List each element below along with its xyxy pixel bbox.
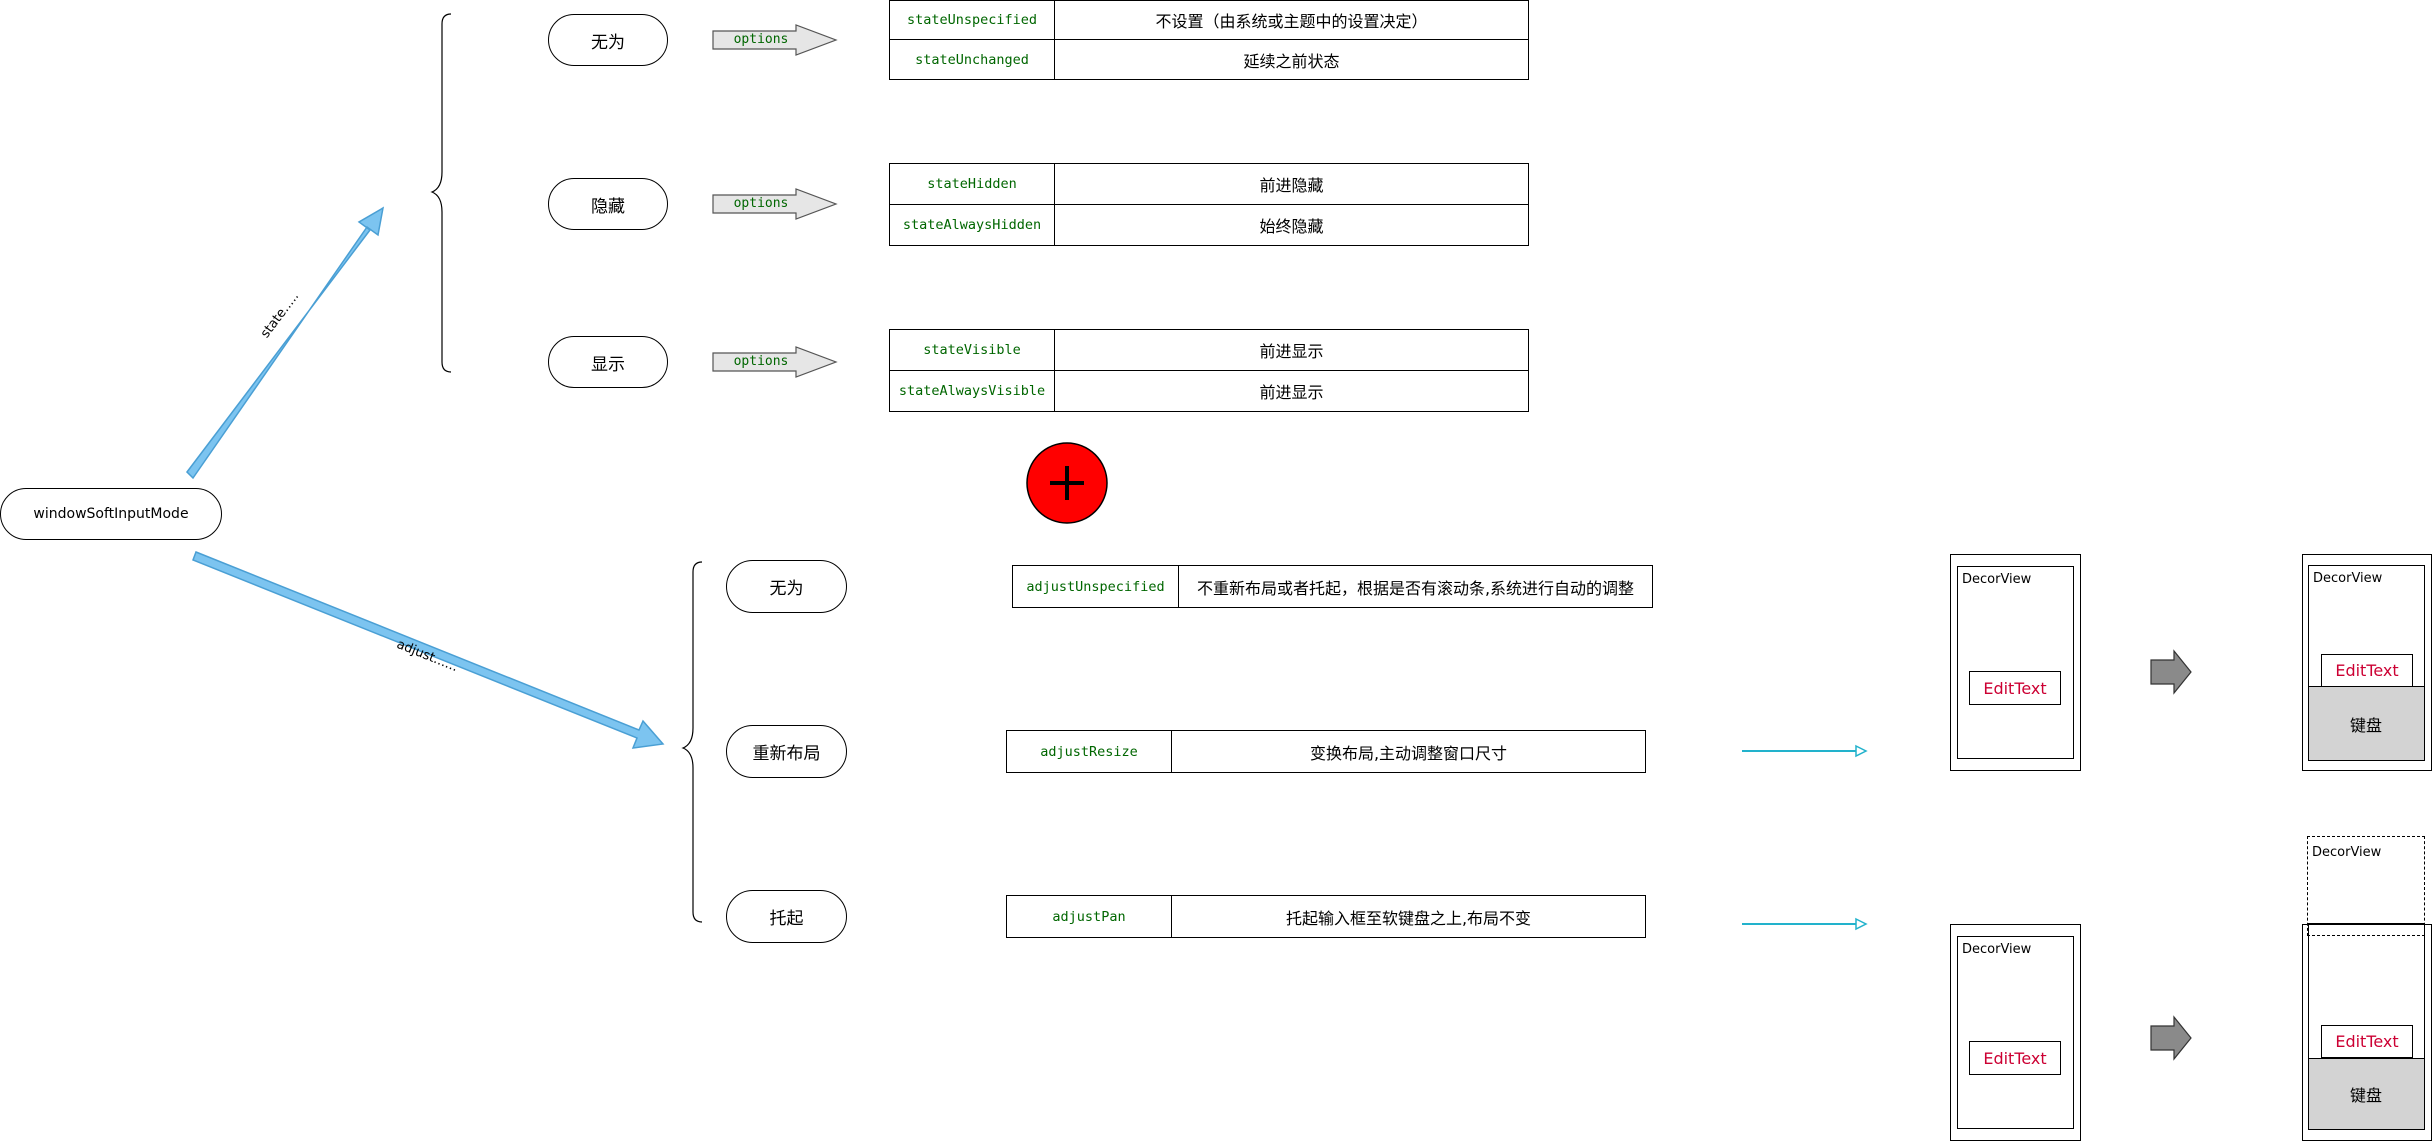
option-value: 变换布局,主动调整窗口尺寸 (1171, 730, 1646, 773)
options-label: options (733, 32, 789, 47)
state-group-hidden: 隐藏 (548, 178, 668, 230)
decor-view: DecorView EditText (1957, 566, 2074, 759)
pan-cyan-arrow (1742, 917, 1868, 931)
keyboard: 键盘 (2307, 1058, 2425, 1130)
edit-text: EditText (1969, 671, 2061, 705)
options-arrow (712, 346, 838, 378)
state-table-none: stateUnspecified 不设置（由系统或主题中的设置决定） state… (889, 0, 1529, 80)
decor-view: DecorView EditText 键盘 (2307, 565, 2425, 761)
adjust-group-none: 无为 (726, 560, 847, 613)
root-node: windowSoftInputMode (0, 488, 222, 540)
state-group-label: 无为 (591, 32, 625, 53)
option-key: stateAlwaysHidden (889, 204, 1055, 246)
option-value: 延续之前状态 (1054, 39, 1529, 80)
table-row: adjustPan 托起输入框至软键盘之上,布局不变 (1006, 895, 1646, 938)
option-key: adjustUnspecified (1012, 565, 1179, 608)
option-key: stateVisible (889, 329, 1055, 371)
decor-view-label: DecorView (1962, 572, 2032, 587)
root-label: windowSoftInputMode (33, 506, 189, 522)
table-row: stateAlwaysHidden 始终隐藏 (889, 204, 1529, 246)
state-table-visible: stateVisible 前进显示 stateAlwaysVisible 前进显… (889, 329, 1529, 412)
edit-text: EditText (2321, 654, 2413, 687)
option-value: 不设置（由系统或主题中的设置决定） (1054, 0, 1529, 40)
option-key: stateAlwaysVisible (889, 370, 1055, 412)
adjust-group-pan: 托起 (726, 890, 847, 943)
options-label: options (733, 196, 789, 211)
pan-shifted-decor-view: DecorView (2307, 836, 2425, 936)
pan-transition-arrow (2150, 1015, 2192, 1061)
options-arrow (712, 24, 838, 56)
state-brace (430, 13, 452, 373)
state-group-none: 无为 (548, 14, 668, 66)
option-value: 前进隐藏 (1054, 163, 1529, 205)
table-row: stateAlwaysVisible 前进显示 (889, 370, 1529, 412)
table-row: stateUnchanged 延续之前状态 (889, 39, 1529, 80)
table-row: adjustUnspecified 不重新布局或者托起，根据是否有滚动条,系统进… (1012, 565, 1653, 608)
pan-after-phone: EditText 键盘 (2302, 923, 2432, 1141)
option-key: stateHidden (889, 163, 1055, 205)
adjust-group-label: 托起 (769, 909, 804, 929)
adjust-table-none: adjustUnspecified 不重新布局或者托起，根据是否有滚动条,系统进… (1012, 565, 1653, 608)
decor-view-label: DecorView (1962, 942, 2032, 957)
options-label: options (733, 354, 789, 369)
decor-view-label: DecorView (2312, 845, 2382, 860)
state-group-label: 隐藏 (591, 196, 625, 217)
decor-view: EditText 键盘 (2307, 923, 2425, 1130)
decor-view: DecorView EditText (1957, 936, 2074, 1129)
option-key: stateUnspecified (889, 0, 1055, 40)
pan-before-phone: DecorView EditText (1950, 924, 2081, 1141)
adjust-group-resize: 重新布局 (726, 725, 847, 778)
table-row: stateHidden 前进隐藏 (889, 163, 1529, 205)
state-table-hidden: stateHidden 前进隐藏 stateAlwaysHidden 始终隐藏 (889, 163, 1529, 246)
resize-transition-arrow (2150, 649, 2192, 695)
option-value: 始终隐藏 (1054, 204, 1529, 246)
option-value: 前进显示 (1054, 329, 1529, 371)
adjust-branch-arrow (192, 551, 665, 749)
adjust-group-label: 无为 (769, 579, 804, 599)
resize-before-phone: DecorView EditText (1950, 554, 2081, 771)
option-value: 不重新布局或者托起，根据是否有滚动条,系统进行自动的调整 (1178, 565, 1653, 608)
decor-view-label: DecorView (2313, 571, 2383, 586)
state-branch-arrow (186, 206, 385, 480)
adjust-group-label: 重新布局 (752, 744, 821, 764)
state-group-label: 显示 (591, 354, 625, 375)
adjust-table-pan: adjustPan 托起输入框至软键盘之上,布局不变 (1006, 895, 1646, 938)
table-row: adjustResize 变换布局,主动调整窗口尺寸 (1006, 730, 1646, 773)
resize-after-phone: DecorView EditText 键盘 (2302, 554, 2432, 771)
adjust-brace (681, 561, 703, 923)
table-row: stateUnspecified 不设置（由系统或主题中的设置决定） (889, 0, 1529, 40)
edit-text: EditText (2321, 1025, 2413, 1058)
plus-icon (1026, 442, 1108, 524)
option-value: 托起输入框至软键盘之上,布局不变 (1171, 895, 1646, 938)
option-key: adjustResize (1006, 730, 1172, 773)
edit-text: EditText (1969, 1041, 2061, 1075)
table-row: stateVisible 前进显示 (889, 329, 1529, 371)
options-arrow (712, 188, 838, 220)
option-value: 前进显示 (1054, 370, 1529, 412)
keyboard: 键盘 (2307, 686, 2425, 761)
option-key: adjustPan (1006, 895, 1172, 938)
state-group-visible: 显示 (548, 336, 668, 388)
option-key: stateUnchanged (889, 39, 1055, 80)
adjust-table-resize: adjustResize 变换布局,主动调整窗口尺寸 (1006, 730, 1646, 773)
resize-cyan-arrow (1742, 744, 1868, 758)
